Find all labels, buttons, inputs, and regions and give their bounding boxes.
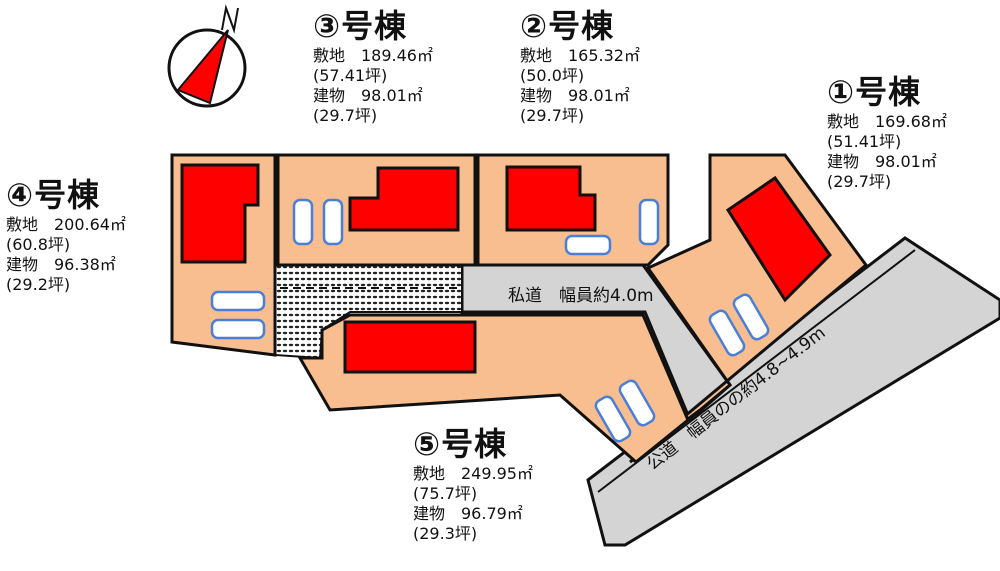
land-area: 敷地 200.64㎡ [6,215,126,234]
building-3 [348,166,460,232]
car [638,198,660,246]
land-tsubo: (60.8坪) [6,235,71,254]
lot-title: ④号棟 [6,176,101,214]
lot-1-label: ①号棟 敷地 169.68㎡ (51.41坪) 建物 98.01㎡ (29.7坪… [827,72,947,192]
lot-title: ⑤号棟 [413,425,508,463]
car [210,318,266,340]
building-5 [343,320,477,374]
parking-cars [210,198,770,443]
lot-3-label: ③号棟 敷地 189.46㎡ (57.41坪) 建物 98.01㎡ (29.7坪… [313,6,433,126]
building-4 [180,163,260,264]
public-road [586,236,1000,547]
building-area: 建物 98.01㎡ [313,86,423,105]
land-area: 敷地 169.68㎡ [827,112,947,131]
land-tsubo: (50.0坪) [520,66,585,85]
private-road-label: 私道 幅員約4.0m [508,286,654,306]
car [210,290,266,312]
lot-title: ②号棟 [520,7,615,45]
lot-5-label: ⑤号棟 敷地 249.95㎡ (75.7坪) 建物 96.79㎡ (29.3坪) [413,424,533,544]
buildings [180,163,832,374]
car [708,309,746,357]
car [732,293,770,341]
building-tsubo: (29.7坪) [827,172,892,191]
building-tsubo: (29.7坪) [313,106,378,125]
building-area: 建物 96.38㎡ [6,255,116,274]
lot-4-label: ④号棟 敷地 200.64㎡ (60.8坪) 建物 96.38㎡ (29.2坪) [6,175,126,295]
building-2 [505,165,597,232]
land-tsubo: (51.41坪) [827,132,902,151]
building-area: 建物 96.79㎡ [413,504,523,523]
land-area: 敷地 249.95㎡ [413,464,533,483]
car [618,379,656,427]
lot-2-label: ②号棟 敷地 165.32㎡ (50.0坪) 建物 98.01㎡ (29.7坪) [520,6,640,126]
lot-title: ①号棟 [827,73,922,111]
car [322,198,344,246]
land-area: 敷地 189.46㎡ [313,46,433,65]
building-area: 建物 98.01㎡ [827,152,937,171]
car [292,198,314,246]
car [564,234,612,256]
car [594,395,632,443]
land-tsubo: (57.41坪) [313,66,388,85]
building-1 [725,175,832,303]
north-arrow-icon [167,4,247,108]
building-area: 建物 98.01㎡ [520,86,630,105]
land-area: 敷地 165.32㎡ [520,46,640,65]
building-tsubo: (29.3坪) [413,524,478,543]
building-tsubo: (29.7坪) [520,106,585,125]
building-tsubo: (29.2坪) [6,275,71,294]
lot-title: ③号棟 [313,7,408,45]
land-tsubo: (75.7坪) [413,484,478,503]
